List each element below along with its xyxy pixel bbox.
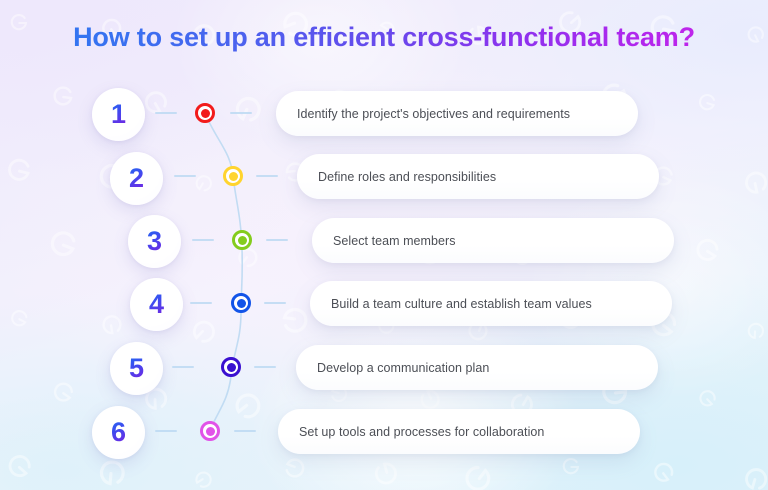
watermark-glyph-icon xyxy=(6,158,32,184)
connector-dash-left xyxy=(190,302,212,304)
step-number-label: 6 xyxy=(110,417,127,447)
connector-dash-right xyxy=(230,112,252,114)
step-text-label: Identify the project's objectives and re… xyxy=(297,106,571,121)
watermark-glyph-icon xyxy=(234,96,261,122)
watermark-glyph-icon xyxy=(650,460,676,486)
connector-dash-left xyxy=(172,366,194,368)
connector-dash-left xyxy=(192,239,214,241)
watermark-glyph-icon xyxy=(558,454,584,480)
step-text-label: Set up tools and processes for collabora… xyxy=(299,424,545,439)
step-marker-dot xyxy=(231,293,251,313)
connector-dash-left xyxy=(155,112,177,114)
step-marker-dot xyxy=(232,230,252,250)
step-number-label: 3 xyxy=(146,226,163,256)
step-number-badge: 2 xyxy=(110,152,163,205)
step-text-label: Develop a communication plan xyxy=(317,360,490,375)
watermark-glyph-icon xyxy=(50,380,76,406)
watermark-glyph-icon xyxy=(98,460,125,486)
step-text-pill[interactable]: Develop a communication plan xyxy=(296,345,658,390)
step-text-label: Build a team culture and establish team … xyxy=(331,296,592,311)
step-number-badge: 1 xyxy=(92,88,145,141)
step-text-label: Define roles and responsibilities xyxy=(318,169,497,184)
step-text-pill[interactable]: Select team members xyxy=(312,218,674,263)
watermark-glyph-icon xyxy=(6,454,32,480)
watermark-glyph-icon xyxy=(465,465,492,490)
connector-dash-right xyxy=(256,175,278,177)
watermark-glyph-icon xyxy=(6,306,32,332)
page-title: How to set up an efficient cross-functio… xyxy=(0,22,768,53)
watermark-glyph-icon xyxy=(694,90,720,116)
watermark-glyph-icon xyxy=(190,318,216,344)
connector-dash-right xyxy=(234,430,256,432)
watermark-glyph-icon xyxy=(190,170,216,196)
watermark-glyph-icon xyxy=(282,454,308,480)
step-text-pill[interactable]: Set up tools and processes for collabora… xyxy=(278,409,640,454)
step-marker-dot xyxy=(200,421,220,441)
connector-dash-left xyxy=(155,430,177,432)
watermark-glyph-icon xyxy=(190,466,216,490)
step-marker-dot xyxy=(221,357,241,377)
watermark-glyph-icon xyxy=(50,231,76,258)
step-marker-dot xyxy=(195,103,215,123)
watermark-glyph-icon xyxy=(282,306,308,333)
step-number-badge: 5 xyxy=(110,342,163,395)
step-number-label: 1 xyxy=(110,99,127,129)
watermark-glyph-icon xyxy=(98,312,124,338)
watermark-glyph-icon xyxy=(742,318,768,344)
watermark-glyph-icon xyxy=(234,392,261,419)
step-number-label: 5 xyxy=(128,353,145,383)
step-text-label: Select team members xyxy=(333,233,456,248)
watermark-glyph-icon xyxy=(374,460,400,486)
connector-dash-right xyxy=(254,366,276,368)
step-text-pill[interactable]: Build a team culture and establish team … xyxy=(310,281,672,326)
step-number-badge: 3 xyxy=(128,215,181,268)
glow-center xyxy=(250,300,580,490)
step-number-badge: 6 xyxy=(92,406,145,459)
watermark-glyph-icon xyxy=(742,466,768,490)
step-text-pill[interactable]: Identify the project's objectives and re… xyxy=(276,91,638,136)
watermark-glyph-icon xyxy=(742,170,768,196)
step-number-badge: 4 xyxy=(130,278,183,331)
step-number-label: 4 xyxy=(148,289,165,319)
connector-dash-right xyxy=(266,239,288,241)
step-marker-dot xyxy=(223,166,243,186)
watermark-glyph-icon xyxy=(694,386,720,412)
watermark-glyph-icon xyxy=(50,84,76,110)
connector-dash-left xyxy=(174,175,196,177)
watermark-glyph-icon xyxy=(694,238,720,264)
step-number-label: 2 xyxy=(128,163,145,193)
step-text-pill[interactable]: Define roles and responsibilities xyxy=(297,154,659,199)
connector-dash-right xyxy=(264,302,286,304)
